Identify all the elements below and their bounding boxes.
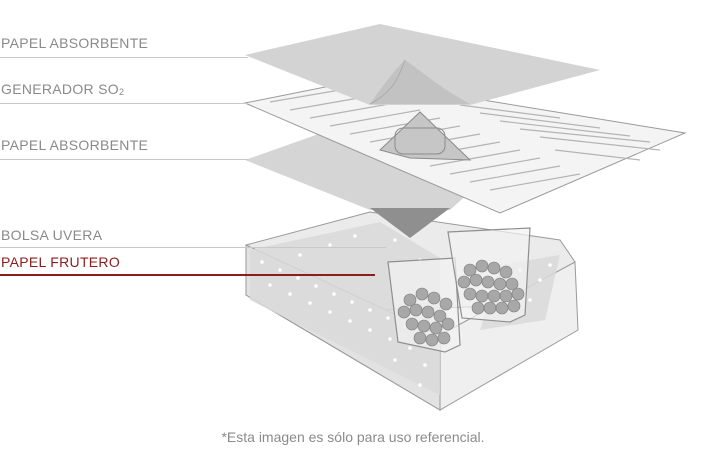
label-so2-subscript: 2 xyxy=(118,87,125,97)
leader-line-so2-generator xyxy=(0,103,248,104)
leader-line-grape-bag xyxy=(0,247,386,248)
label-absorbent-top: PAPEL ABSORBENTE xyxy=(1,35,149,51)
leader-line-absorbent-top xyxy=(0,57,248,58)
absorbent-paper-top-sheet xyxy=(245,24,600,105)
label-fruit-paper: PAPEL FRUTERO xyxy=(1,254,121,270)
label-grape-bag: BOLSA UVERA xyxy=(1,227,103,243)
label-so2-generator-text: GENERADOR SO xyxy=(1,81,119,97)
leader-line-fruit-paper xyxy=(0,274,375,276)
label-absorbent-bottom: PAPEL ABSORBENTE xyxy=(1,137,149,153)
disclaimer-note: *Esta imagen es sólo para uso referencia… xyxy=(221,429,485,445)
label-so2-generator: GENERADOR SO2 xyxy=(1,81,124,97)
leader-line-absorbent-bottom xyxy=(0,159,248,160)
grape-bags xyxy=(387,227,531,353)
so2-generator-sheet xyxy=(243,79,687,214)
